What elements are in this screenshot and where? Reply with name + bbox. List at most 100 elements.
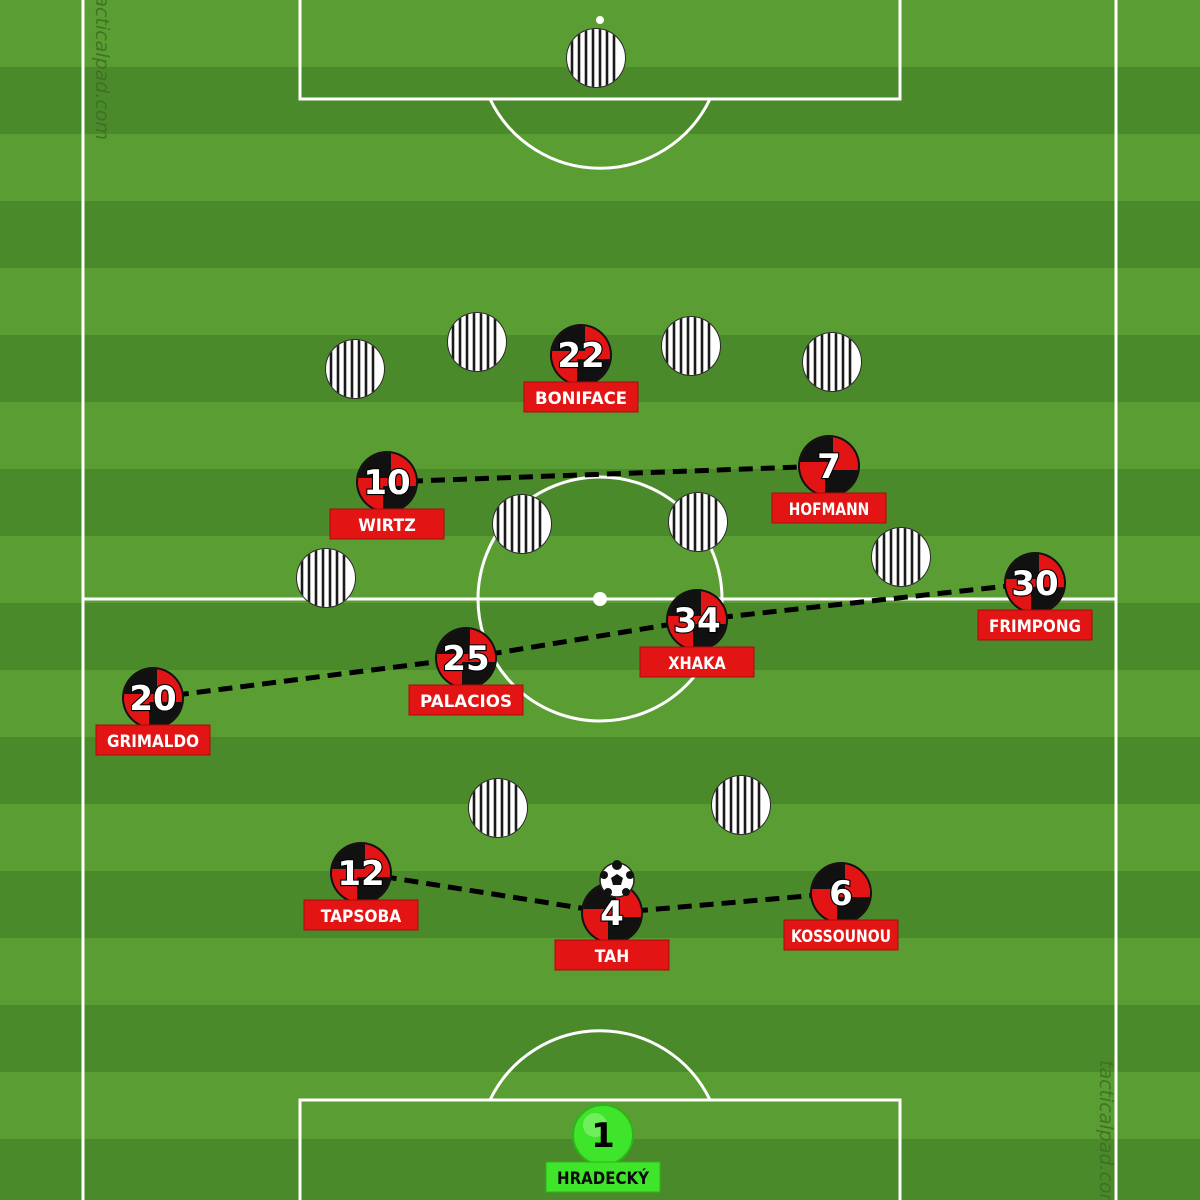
kit-center-band [437, 654, 495, 662]
opponent-player[interactable] [566, 28, 626, 88]
kit-stripe [707, 493, 711, 551]
kit-center-band [552, 351, 610, 359]
player-name: HOFMANN [789, 500, 870, 520]
kit-stripe [328, 549, 332, 607]
kit-stripe [757, 776, 761, 834]
opponent-player[interactable] [668, 492, 728, 552]
kit-stripe [917, 528, 921, 586]
kit-base [493, 495, 551, 553]
opponent-player[interactable] [447, 312, 507, 372]
kit-stripe [715, 776, 719, 834]
top-penalty-box [298, 0, 902, 101]
kit-stripe [458, 313, 462, 371]
opponent-kit [448, 313, 506, 371]
opponent-kit [712, 776, 770, 834]
kit-stripe [813, 333, 817, 391]
kit-stripe [538, 495, 542, 553]
kit-stripe [314, 549, 318, 607]
watermark-top: tacticalpad.com [91, 0, 113, 140]
kit-stripe [350, 340, 354, 398]
top-penalty-spot [596, 16, 604, 24]
kit-stripe [577, 29, 581, 87]
ball-icon[interactable] [599, 860, 635, 898]
opponent-players [296, 28, 931, 838]
kit-stripe [693, 317, 697, 375]
kit-base [469, 779, 527, 837]
team-kit [332, 844, 390, 902]
kit-base [326, 340, 384, 398]
kit-stripe [612, 29, 616, 87]
grass-stripe [0, 201, 1200, 268]
kit-stripe [524, 495, 528, 553]
player-number: 12 [337, 854, 384, 894]
kit-stripe [743, 776, 747, 834]
team-kit [124, 669, 182, 727]
team-kit [800, 437, 858, 495]
link-line [386, 463, 830, 485]
kit-stripe [335, 549, 339, 607]
kit-stripe [371, 340, 375, 398]
player-name-tag [523, 381, 639, 413]
kit-stripe [834, 333, 838, 391]
kit-stripe [672, 317, 676, 375]
kit-center-band [124, 694, 182, 702]
player-name: HRADECKÝ [557, 1167, 650, 1189]
player-name-tag [639, 646, 755, 678]
kit-center-band [668, 616, 726, 624]
opponent-player[interactable] [871, 527, 931, 587]
player-number: 6 [829, 874, 853, 914]
kit-stripe [806, 333, 810, 391]
kit-stripe [486, 779, 490, 837]
link-line [696, 580, 1036, 623]
opponent-player[interactable] [468, 778, 528, 838]
opponent-player[interactable] [802, 332, 862, 392]
center-spot [593, 592, 607, 606]
kit-stripe [321, 549, 325, 607]
opponent-player[interactable] [296, 548, 356, 608]
kit-stripe [307, 549, 311, 607]
opponent-kit [567, 29, 625, 87]
player-name-tag [783, 919, 899, 951]
player-number: 22 [557, 336, 604, 376]
kit-stripe [679, 317, 683, 375]
kit-stripe [493, 779, 497, 837]
kit-stripe [882, 528, 886, 586]
player-name-tag [303, 899, 419, 931]
kit-stripe [889, 528, 893, 586]
kit-stripe [503, 495, 507, 553]
player-number: 1 [591, 1116, 615, 1156]
kit-stripe [750, 776, 754, 834]
player-name-tag [408, 684, 524, 716]
opponent-player[interactable] [492, 494, 552, 554]
opponent-player[interactable] [325, 339, 385, 399]
kit-stripe [510, 495, 514, 553]
kit-base [567, 29, 625, 87]
opponent-kit [326, 340, 384, 398]
player-name-tag [771, 492, 887, 524]
kit-stripe [841, 333, 845, 391]
team-kit [552, 326, 610, 384]
player-name-tag [554, 939, 670, 971]
opponent-player[interactable] [661, 316, 721, 376]
kit-center-band [812, 889, 870, 897]
kit-stripe [686, 493, 690, 551]
kit-stripe [903, 528, 907, 586]
kit-stripe [605, 29, 609, 87]
kit-stripe [329, 340, 333, 398]
bottom-penalty-arc [488, 1029, 712, 1101]
ball-panel [626, 871, 634, 879]
kit-stripe [686, 317, 690, 375]
grass-stripe [0, 469, 1200, 536]
kit-center-band [1006, 579, 1064, 587]
opponent-player[interactable] [711, 775, 771, 835]
ball-panel [612, 860, 622, 870]
